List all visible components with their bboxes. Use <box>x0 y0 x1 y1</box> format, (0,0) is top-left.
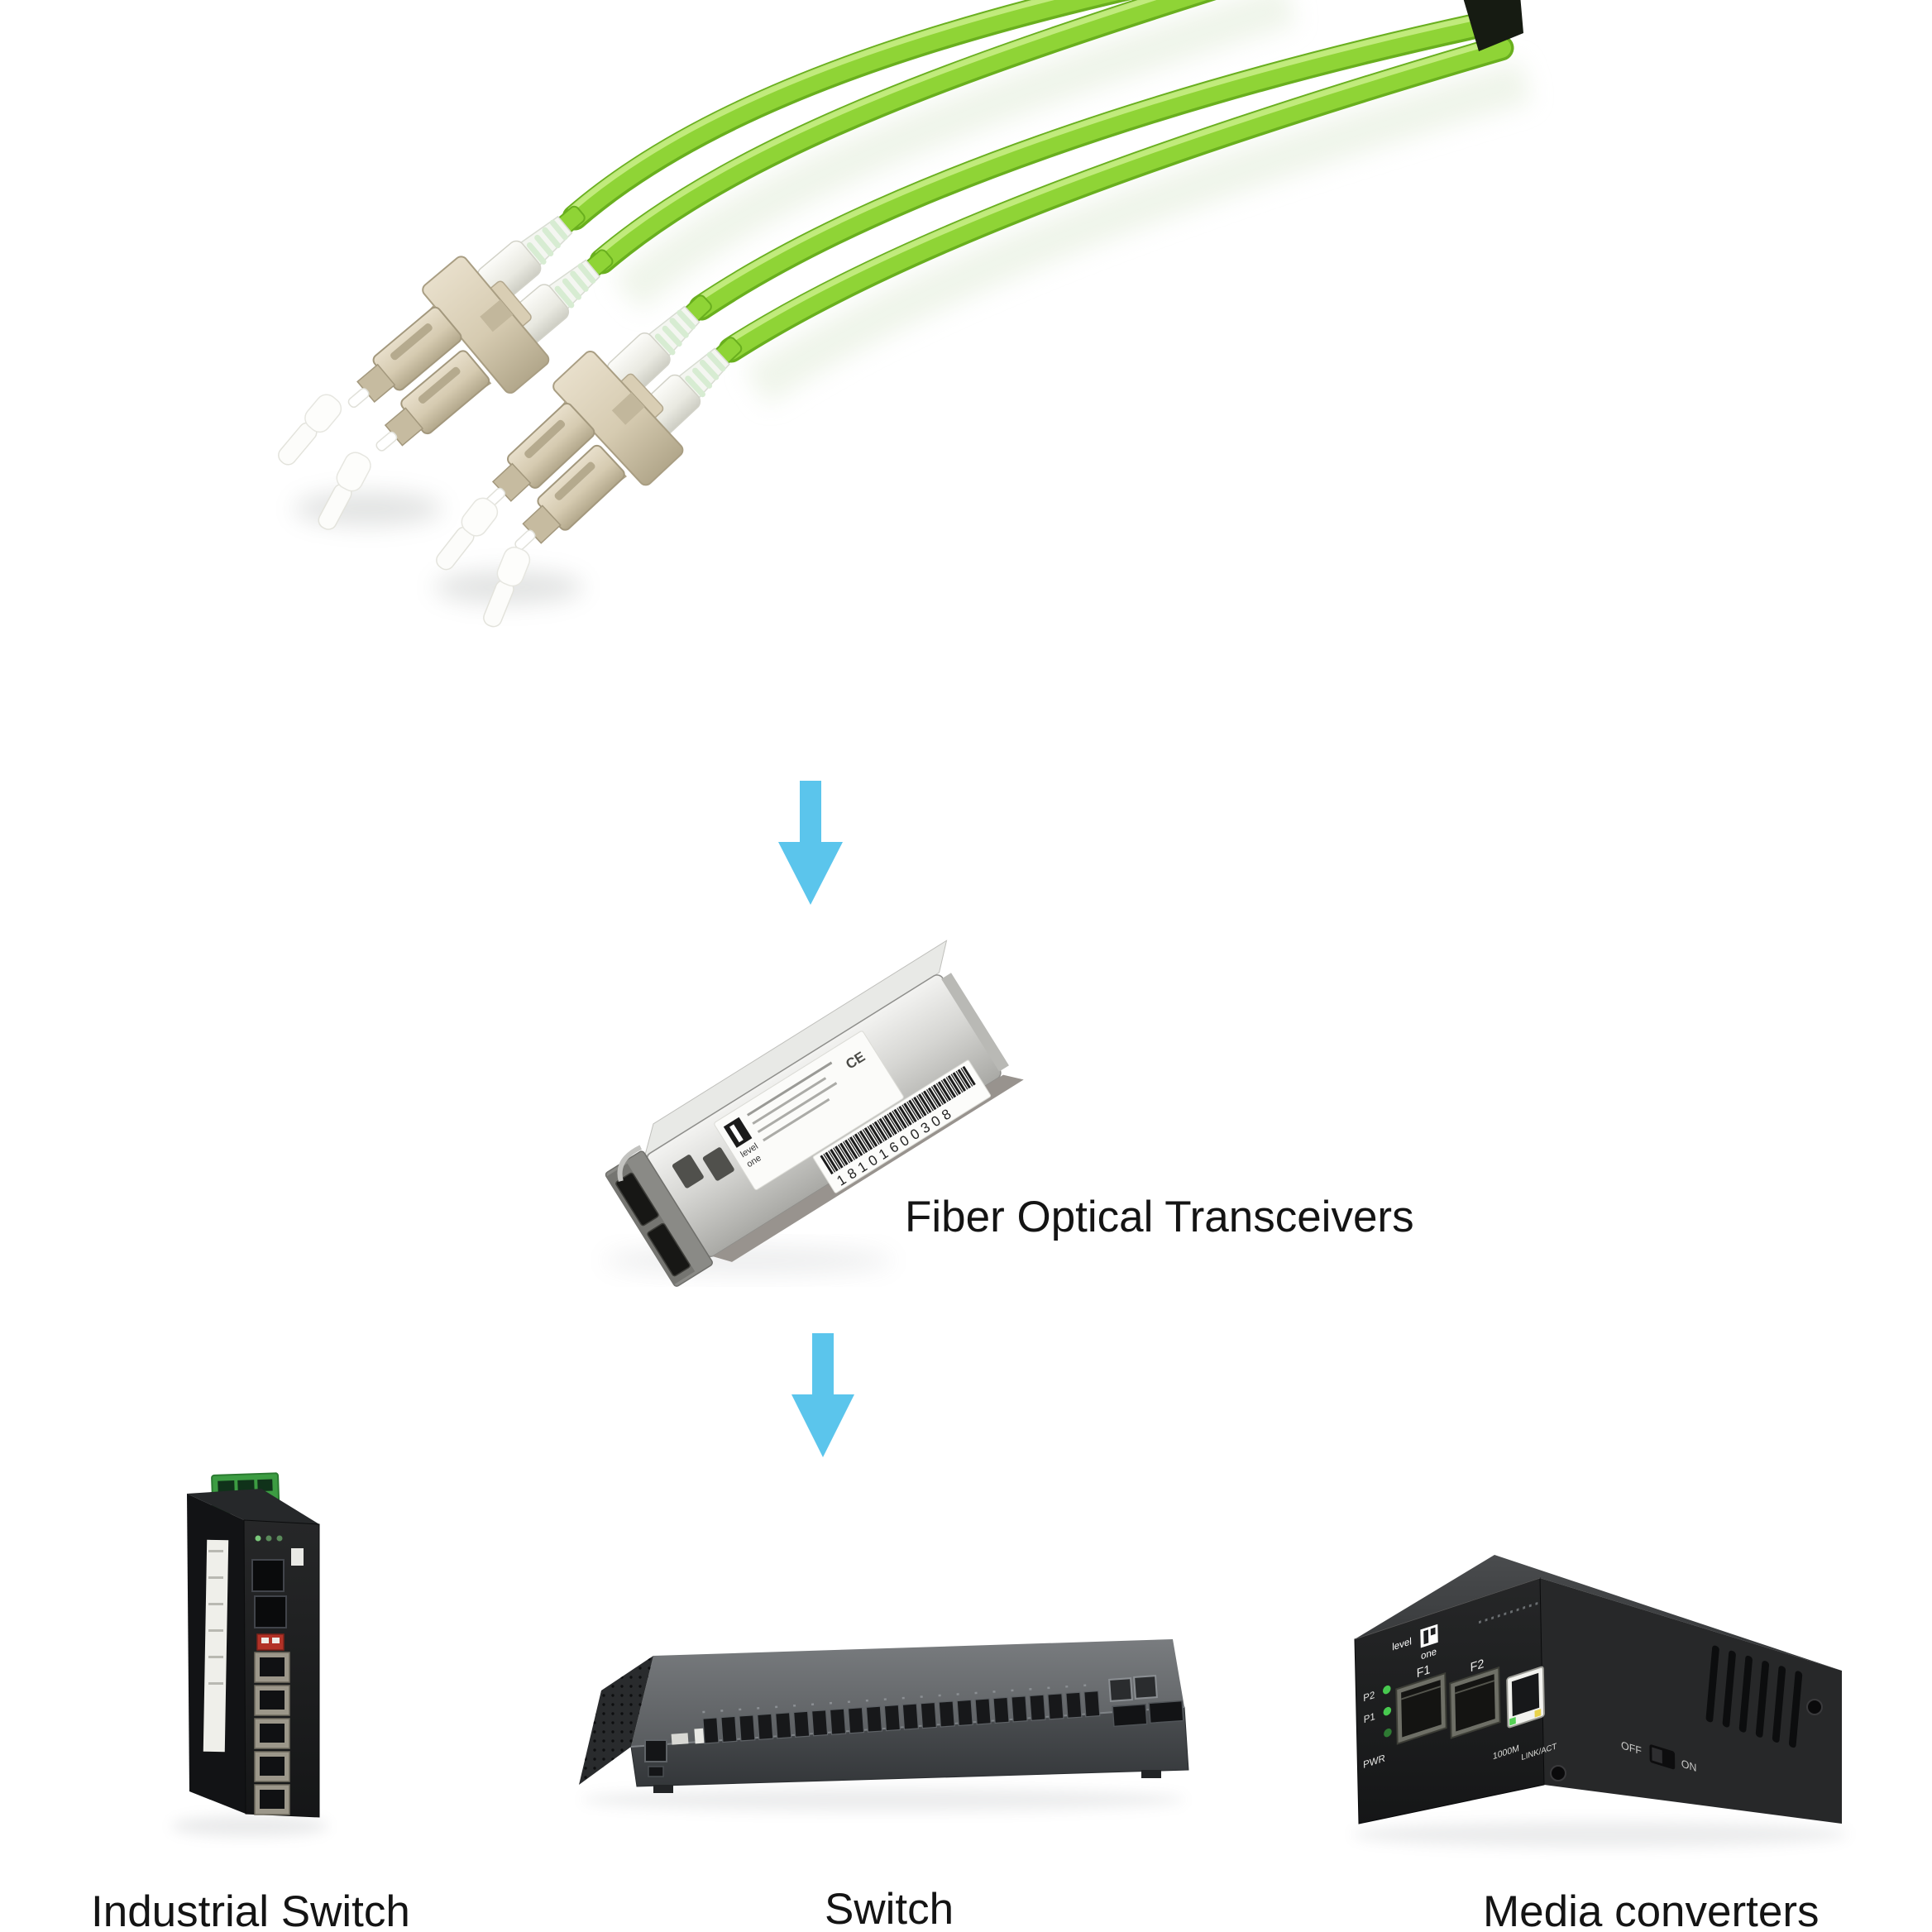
dip-switch <box>256 1633 285 1651</box>
media-converters-label: Media converters <box>1483 1887 1820 1932</box>
sfp-info-label: level one CE <box>714 1031 904 1190</box>
fiber-cable-left-pair <box>562 0 1217 275</box>
media-converter-image: level one P2 P1 PWR F1 F2 <box>1352 1555 1848 1848</box>
industrial-switch-image <box>171 1472 328 1837</box>
sfp-transceiver: level one CE 18101600308 <box>605 940 1024 1287</box>
sfp-port-row <box>702 1683 1101 1744</box>
mc-rj45-port <box>1506 1666 1546 1729</box>
rack-switch-image <box>579 1639 1189 1811</box>
mc-led-label-p1: P1 <box>1364 1710 1376 1726</box>
levelone-logo-small <box>694 1728 705 1744</box>
mc-sfp-cage-2 <box>1449 1666 1501 1739</box>
cable-shadows <box>613 0 1533 405</box>
cable-end-black-tip <box>1463 0 1523 51</box>
media-converter-front: level one P2 P1 PWR F1 F2 <box>1363 1601 1557 1771</box>
mc-port-label-f1: F1 <box>1417 1662 1431 1681</box>
switch-label: Switch <box>825 1885 954 1932</box>
mc-led-label-p2: P2 <box>1363 1689 1375 1705</box>
industrial-switch-label: Industrial Switch <box>91 1887 410 1932</box>
down-arrow-1 <box>778 781 843 905</box>
mc-sfp-cage-1 <box>1395 1671 1447 1745</box>
media-converter-side: OFF ON <box>1621 1645 1803 1774</box>
levelone-logo-small <box>291 1548 304 1566</box>
console-port <box>644 1739 667 1762</box>
rj45-ports-column <box>254 1652 290 1815</box>
mc-port-label-f2: F2 <box>1471 1657 1485 1675</box>
mc-power-on-label: ON <box>1681 1757 1697 1774</box>
mc-brand-line2: one <box>1421 1645 1437 1662</box>
down-arrow-2 <box>791 1333 854 1457</box>
fiber-cable-right-pair <box>688 0 1523 363</box>
transceiver-label: Fiber Optical Transceivers <box>905 1193 1414 1241</box>
uplink-ports <box>1108 1675 1184 1728</box>
